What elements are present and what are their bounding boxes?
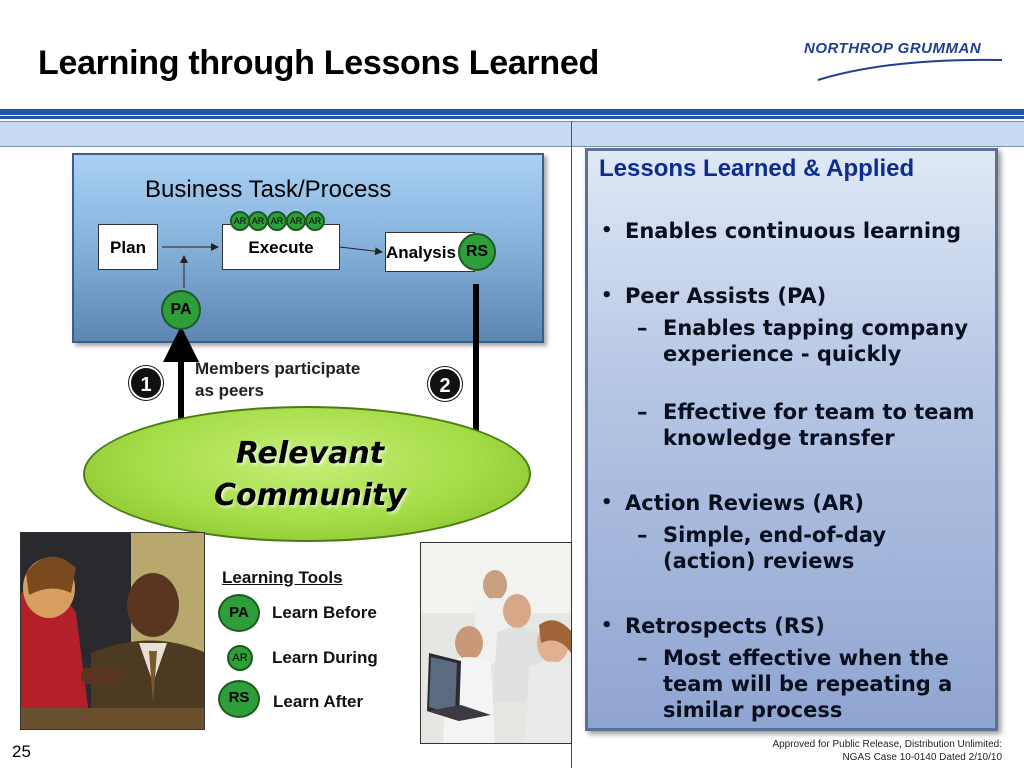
bullet-dot-icon: • [601, 285, 613, 306]
tool-pa-badge: PA [218, 594, 260, 632]
learn-during-label: Learn During [272, 648, 378, 667]
bullet-dot-icon: • [601, 492, 613, 513]
logo-text: NORTHROP GRUMMAN [804, 40, 982, 57]
page-number: 25 [12, 742, 31, 761]
bullet-dot-icon: • [601, 615, 613, 636]
business-meeting-photo [20, 532, 205, 730]
release-note: Approved for Public Release, Distributio… [772, 739, 1002, 763]
sub-bullet-item: – Most effective when the team will be r… [637, 646, 953, 722]
header-band [0, 121, 1024, 147]
column-divider [571, 121, 572, 768]
laptop-team-photo [420, 542, 572, 744]
process-title: Business Task/Process [145, 176, 392, 203]
dash-icon: – [637, 316, 648, 340]
relevant-community-ellipse [83, 406, 531, 542]
members-note: Members participate as peers [195, 359, 361, 400]
logo-swoosh-icon [817, 58, 1003, 81]
execute-step: Execute [222, 224, 340, 270]
plan-step: Plan [98, 224, 158, 270]
tool-ar-badge: AR [227, 645, 253, 671]
community-label: Relevant Community [213, 436, 407, 513]
slide-title: Learning through Lessons Learned [38, 44, 599, 82]
pa-badge: PA [161, 290, 201, 330]
tool-rs-badge: RS [218, 680, 260, 718]
rs-badge: RS [458, 233, 496, 271]
bullet-dot-icon: • [601, 220, 613, 241]
lessons-panel [585, 148, 998, 731]
bullet-item: • Retrospects (RS) [601, 614, 825, 638]
dash-icon: – [637, 646, 648, 670]
header-rule [0, 109, 1024, 115]
sub-bullet-item: – Effective for team to team knowledge t… [637, 400, 975, 450]
dash-icon: – [637, 523, 648, 547]
step-2-badge: 2 [428, 367, 462, 401]
learn-before-label: Learn Before [272, 603, 377, 622]
ar-badge: AR [305, 211, 325, 231]
execute-to-analysis-arrow [339, 246, 383, 256]
bullet-item: • Enables continuous learning [601, 219, 961, 243]
panel-title: Lessons Learned & Applied [599, 155, 915, 182]
dash-icon: – [637, 400, 648, 424]
sub-bullet-item: – Enables tapping company experience - q… [637, 316, 969, 366]
header-rule-thin [0, 116, 1024, 119]
step-1-badge: 1 [129, 366, 163, 400]
learning-tools-heading: Learning Tools [222, 568, 343, 587]
bullet-item: • Action Reviews (AR) [601, 491, 864, 515]
sub-bullet-item: – Simple, end-of-day (action) reviews [637, 523, 887, 573]
learn-after-label: Learn After [273, 692, 364, 711]
northrop-grumman-logo: NORTHROP GRUMMAN [800, 36, 1005, 86]
bullet-item: • Peer Assists (PA) [601, 284, 827, 308]
